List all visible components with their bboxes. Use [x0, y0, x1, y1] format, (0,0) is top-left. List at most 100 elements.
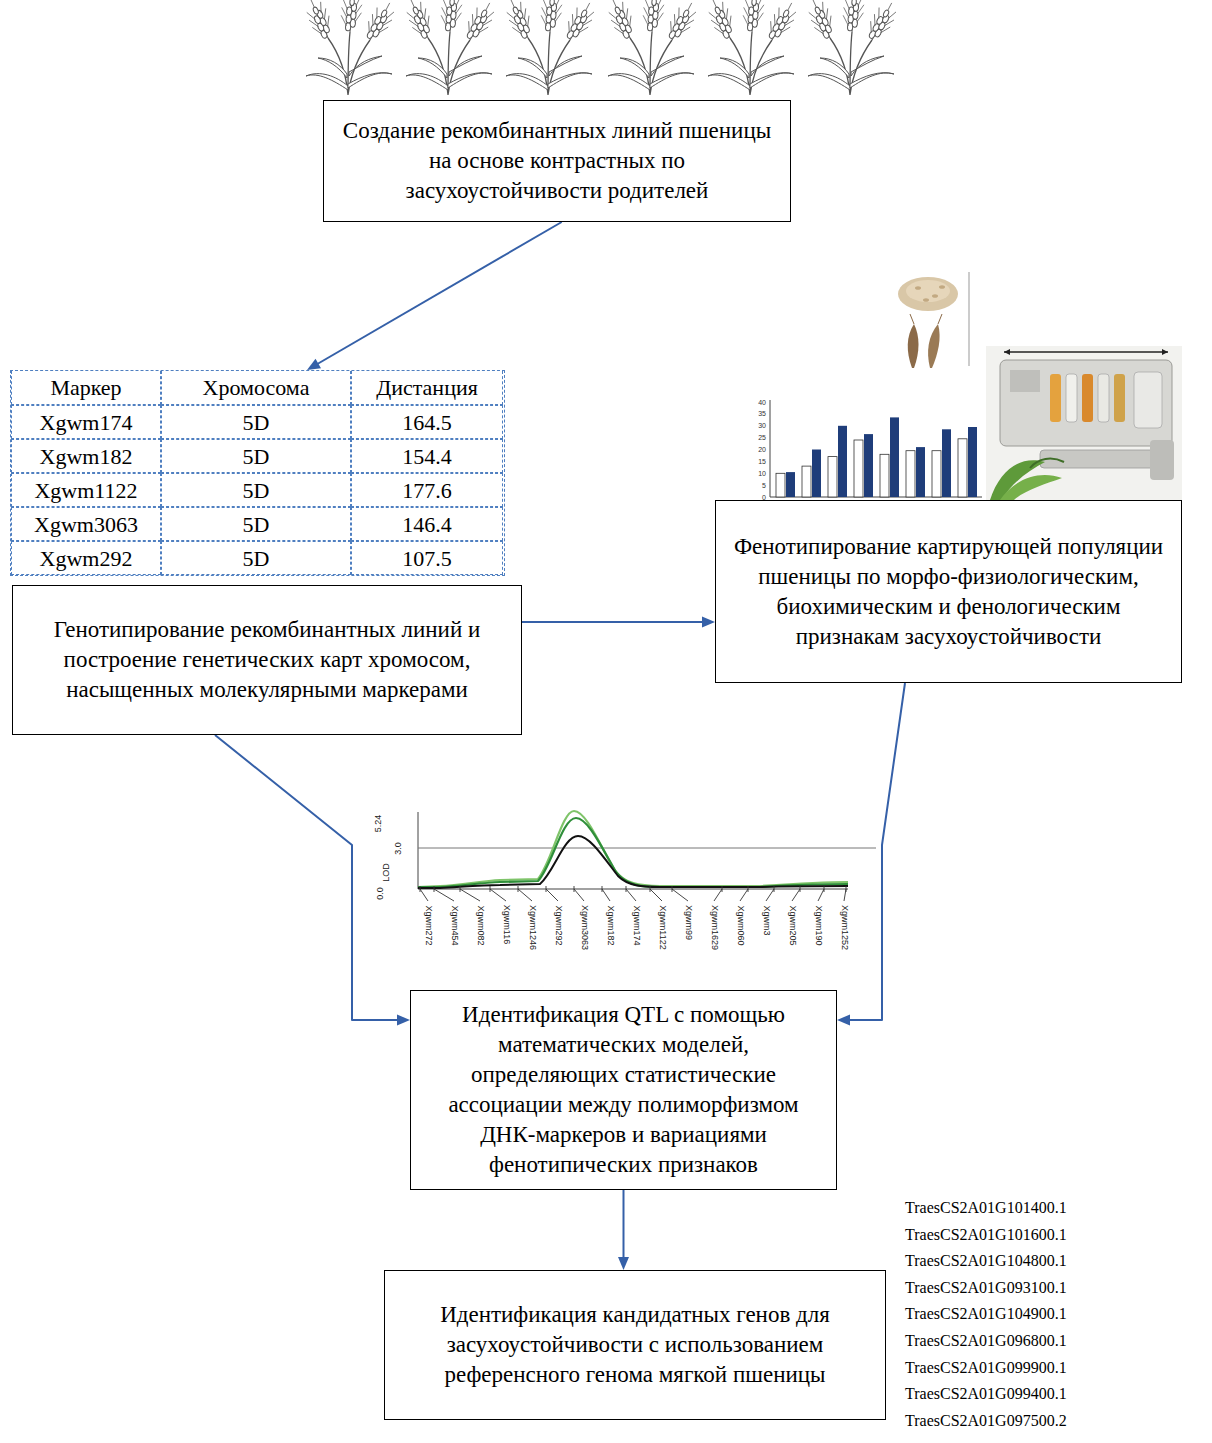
illustration-part	[932, 294, 938, 298]
arrow-head	[837, 1015, 850, 1026]
marker-tick	[824, 886, 825, 892]
illustration-part	[402, 0, 499, 95]
illustration-part	[854, 440, 863, 497]
connector-line	[317, 222, 562, 365]
marker-label: Xgwm190	[813, 905, 824, 945]
box-text: Фенотипирование картирующей популяции пш…	[730, 532, 1167, 652]
illustration-part	[418, 848, 876, 849]
marker-tick	[650, 886, 651, 892]
table-cell: Xgwm3063	[11, 507, 161, 541]
connector-line	[215, 735, 399, 1020]
lod-plot	[418, 811, 876, 901]
marker-label: Xgwm1629	[709, 905, 720, 950]
illustration-part	[1030, 459, 1064, 468]
marker-leader	[574, 889, 584, 901]
illustration-part	[916, 447, 925, 497]
gene-id: TraesCS2A01G096800.1	[905, 1331, 1067, 1351]
marker-tick	[774, 886, 775, 892]
arrow-head	[397, 1015, 410, 1026]
illustration-part	[1134, 372, 1162, 428]
arrow-head	[618, 1257, 629, 1270]
illustration-part	[890, 417, 899, 497]
gene-id: TraesCS2A01G104800.1	[905, 1251, 1067, 1271]
axis-tick-label: 25	[744, 433, 766, 442]
illustration-part	[1098, 374, 1109, 422]
illustration-part	[898, 277, 958, 311]
marker-label: Xgwm292	[553, 905, 564, 945]
marker-tick	[490, 886, 491, 892]
axis-tick-label: 10	[744, 469, 766, 478]
illustration-part	[1082, 374, 1093, 422]
illustration-part	[418, 818, 848, 887]
table-cell: 146.4	[351, 507, 503, 541]
illustration-part	[908, 324, 919, 368]
illustration-part	[928, 324, 940, 368]
illustration-part	[418, 888, 848, 889]
axis-tick-label: 20	[744, 445, 766, 454]
illustration-part	[1004, 351, 1168, 353]
marker-tick	[420, 886, 421, 892]
marker-leader	[714, 889, 722, 901]
marker-tick	[546, 886, 547, 892]
marker-tick	[602, 886, 603, 892]
table-header-cell: Маркер	[11, 371, 161, 405]
table-cell: 5D	[161, 473, 351, 507]
illustration-part	[906, 451, 915, 497]
marker-label: Xgwm116	[501, 905, 512, 944]
gene-id: TraesCS2A01G099400.1	[905, 1384, 1067, 1404]
marker-leaders	[420, 886, 846, 901]
table-cell: Xgwm292	[11, 541, 161, 575]
bar-chart	[770, 400, 982, 497]
connector-line	[522, 621, 704, 623]
illustration-part	[418, 836, 848, 888]
marker-tick	[434, 886, 435, 892]
marker-label: Xgwm182	[605, 905, 616, 945]
marker-leader	[460, 889, 480, 901]
instrument-photo	[986, 346, 1182, 500]
table-header-cell: Хромосома	[161, 371, 351, 405]
illustration-part	[1114, 374, 1125, 422]
table-cell: Xgwm174	[11, 405, 161, 439]
marker-leader	[672, 889, 688, 901]
marker-table: МаркерХромосомаДистанцияXgwm1745D164.5Xg…	[10, 370, 505, 576]
marker-leader	[766, 889, 774, 901]
illustration-part	[1000, 475, 1062, 500]
box-text: Идентификация кандидатных генов для засу…	[399, 1300, 871, 1390]
marker-label: Xgwm060	[735, 905, 746, 945]
marker-leader	[818, 889, 824, 901]
axis-tick-label: 40	[744, 398, 766, 407]
marker-tick	[626, 886, 627, 892]
marker-tick	[722, 886, 723, 892]
marker-leader	[420, 889, 428, 901]
marker-label: Xgwm272	[423, 905, 434, 945]
connector-arrow	[307, 222, 562, 370]
box-text: Создание рекомбинантных линий пшеницы на…	[338, 116, 776, 206]
gene-id: TraesCS2A01G097500.2	[905, 1411, 1067, 1431]
table-cell: Xgwm1122	[11, 473, 161, 507]
connector-arrow	[618, 1190, 629, 1270]
illustration-part	[704, 0, 801, 95]
gene-id: TraesCS2A01G093100.1	[905, 1278, 1067, 1298]
marker-label: Xgwm1122	[657, 905, 668, 949]
marker-leader	[626, 889, 636, 901]
process-box: Идентификация QTL с помощью математическ…	[410, 990, 837, 1190]
process-box: Создание рекомбинантных линий пшеницы на…	[323, 100, 791, 222]
illustration-part	[604, 0, 701, 95]
illustration-part	[1150, 440, 1174, 480]
marker-tick	[846, 886, 847, 892]
illustration-part	[828, 457, 837, 497]
marker-tick	[574, 886, 575, 892]
marker-leader	[518, 889, 532, 901]
illustration-part	[923, 298, 929, 302]
spike-photo	[908, 314, 942, 368]
marker-label: Xgwm1246	[527, 905, 538, 950]
box-text: Идентификация QTL с помощью математическ…	[425, 1000, 822, 1180]
illustration-part	[302, 0, 399, 95]
axis-tick-label: 30	[744, 421, 766, 430]
arrow-head	[702, 617, 715, 628]
gene-id: TraesCS2A01G104900.1	[905, 1304, 1067, 1324]
wheat-row	[302, 0, 901, 95]
marker-leader	[650, 889, 662, 901]
table-cell: 5D	[161, 439, 351, 473]
